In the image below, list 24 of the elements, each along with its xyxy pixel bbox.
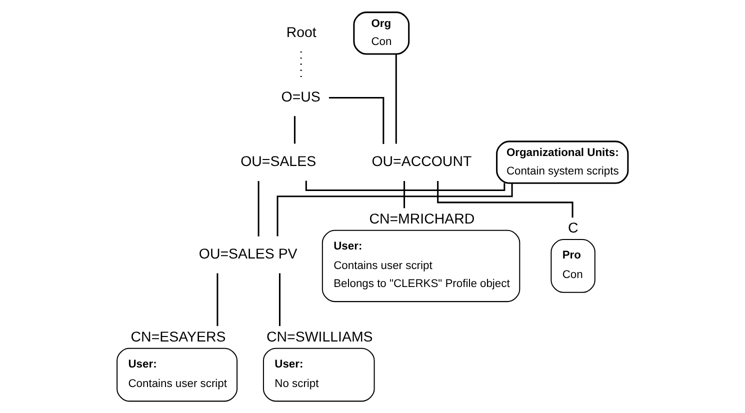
connector bbox=[258, 181, 260, 236]
node-text: OU=SALES bbox=[240, 154, 316, 170]
node-text: Root bbox=[286, 24, 316, 41]
node-label: C bbox=[568, 220, 578, 237]
node-text: OU=ACCOUNT bbox=[372, 154, 472, 170]
connector bbox=[294, 116, 296, 144]
node-box: Organizational Units: Contain system scripts bbox=[496, 140, 629, 184]
node-label: CN=SWILLIAMS bbox=[266, 329, 373, 346]
connector bbox=[395, 54, 397, 144]
node-box: User: Contains user script Belongs to "CLERKS" Profile object bbox=[322, 230, 520, 302]
connector bbox=[216, 273, 218, 326]
node-label: CN=ESAYERS bbox=[130, 329, 226, 346]
connector bbox=[278, 273, 280, 326]
node-box: User: Contains user script bbox=[116, 348, 238, 402]
connector bbox=[305, 180, 506, 191]
node-text: O=US bbox=[281, 89, 320, 106]
node-box: Org Con bbox=[353, 12, 410, 55]
node-box: Pro Con bbox=[550, 239, 596, 293]
connector bbox=[328, 96, 384, 144]
node-label: CN=MRICHARD bbox=[369, 211, 475, 228]
node-text: OU=SALES PV bbox=[198, 246, 298, 263]
node-box: User: No script bbox=[262, 348, 375, 402]
connector bbox=[404, 181, 406, 208]
connector bbox=[276, 183, 513, 236]
